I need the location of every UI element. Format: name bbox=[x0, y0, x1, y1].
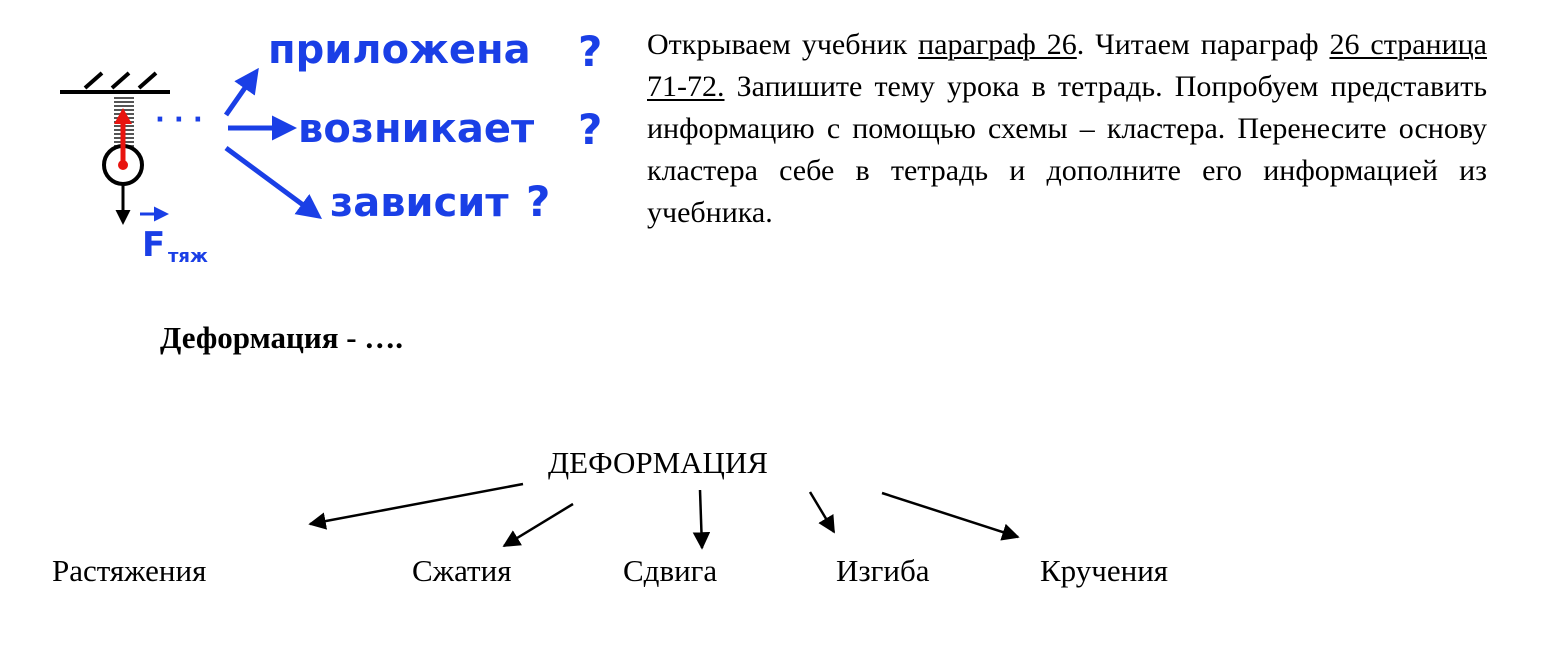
intro-text-3: Запишите тему урока в тетрадь. Попробуем… bbox=[647, 70, 1487, 229]
arrow-to-torsion bbox=[881, 491, 1020, 541]
cluster-leaf-compression: Сжатия bbox=[412, 553, 512, 588]
arrow-to-applied bbox=[223, 67, 259, 117]
intro-text-1: Открываем учебник bbox=[647, 28, 919, 61]
arrow-to-depends bbox=[224, 145, 323, 219]
page-reference: 26 страница 71-72. bbox=[647, 28, 1488, 103]
word-arises: возникает bbox=[298, 106, 535, 152]
cluster-leaf-stretching: Растяжения bbox=[52, 553, 207, 588]
intro-text-2: . Читаем параграф bbox=[1076, 28, 1330, 61]
paragraph-link: параграф 26 bbox=[918, 28, 1077, 61]
svg-text:F: F bbox=[142, 225, 165, 265]
ellipsis-dots: · · · bbox=[155, 105, 203, 135]
arrow-to-bending bbox=[808, 491, 836, 534]
elastic-force-arrow bbox=[114, 108, 132, 170]
instruction-paragraph: Открываем учебник параграф 26. Читаем па… bbox=[647, 24, 1487, 234]
svg-text:тяж: тяж bbox=[168, 246, 208, 267]
cluster-leaf-shear: Сдвига bbox=[623, 553, 718, 588]
word-applied: приложена bbox=[268, 27, 531, 73]
arrow-to-shear bbox=[692, 489, 711, 550]
question-mark-3: ? bbox=[526, 177, 550, 226]
word-depends: зависит bbox=[330, 180, 509, 226]
question-mark-1: ? bbox=[578, 27, 602, 76]
arrow-to-compression bbox=[502, 502, 574, 548]
definition-prompt: Деформация - …. bbox=[160, 320, 404, 355]
cluster-root: ДЕФОРМАЦИЯ bbox=[548, 445, 768, 480]
gravity-force-label: F тяж bbox=[140, 206, 208, 267]
deformation-force-illustration: F тяж · · · приложена ? возникает ? зави… bbox=[60, 27, 602, 267]
cluster-leaf-torsion: Кручения bbox=[1040, 553, 1169, 588]
cluster-leaf-bending: Изгиба bbox=[836, 553, 930, 588]
ceiling-support bbox=[60, 71, 170, 94]
question-mark-2: ? bbox=[578, 105, 602, 154]
arrow-to-stretching bbox=[308, 482, 524, 530]
